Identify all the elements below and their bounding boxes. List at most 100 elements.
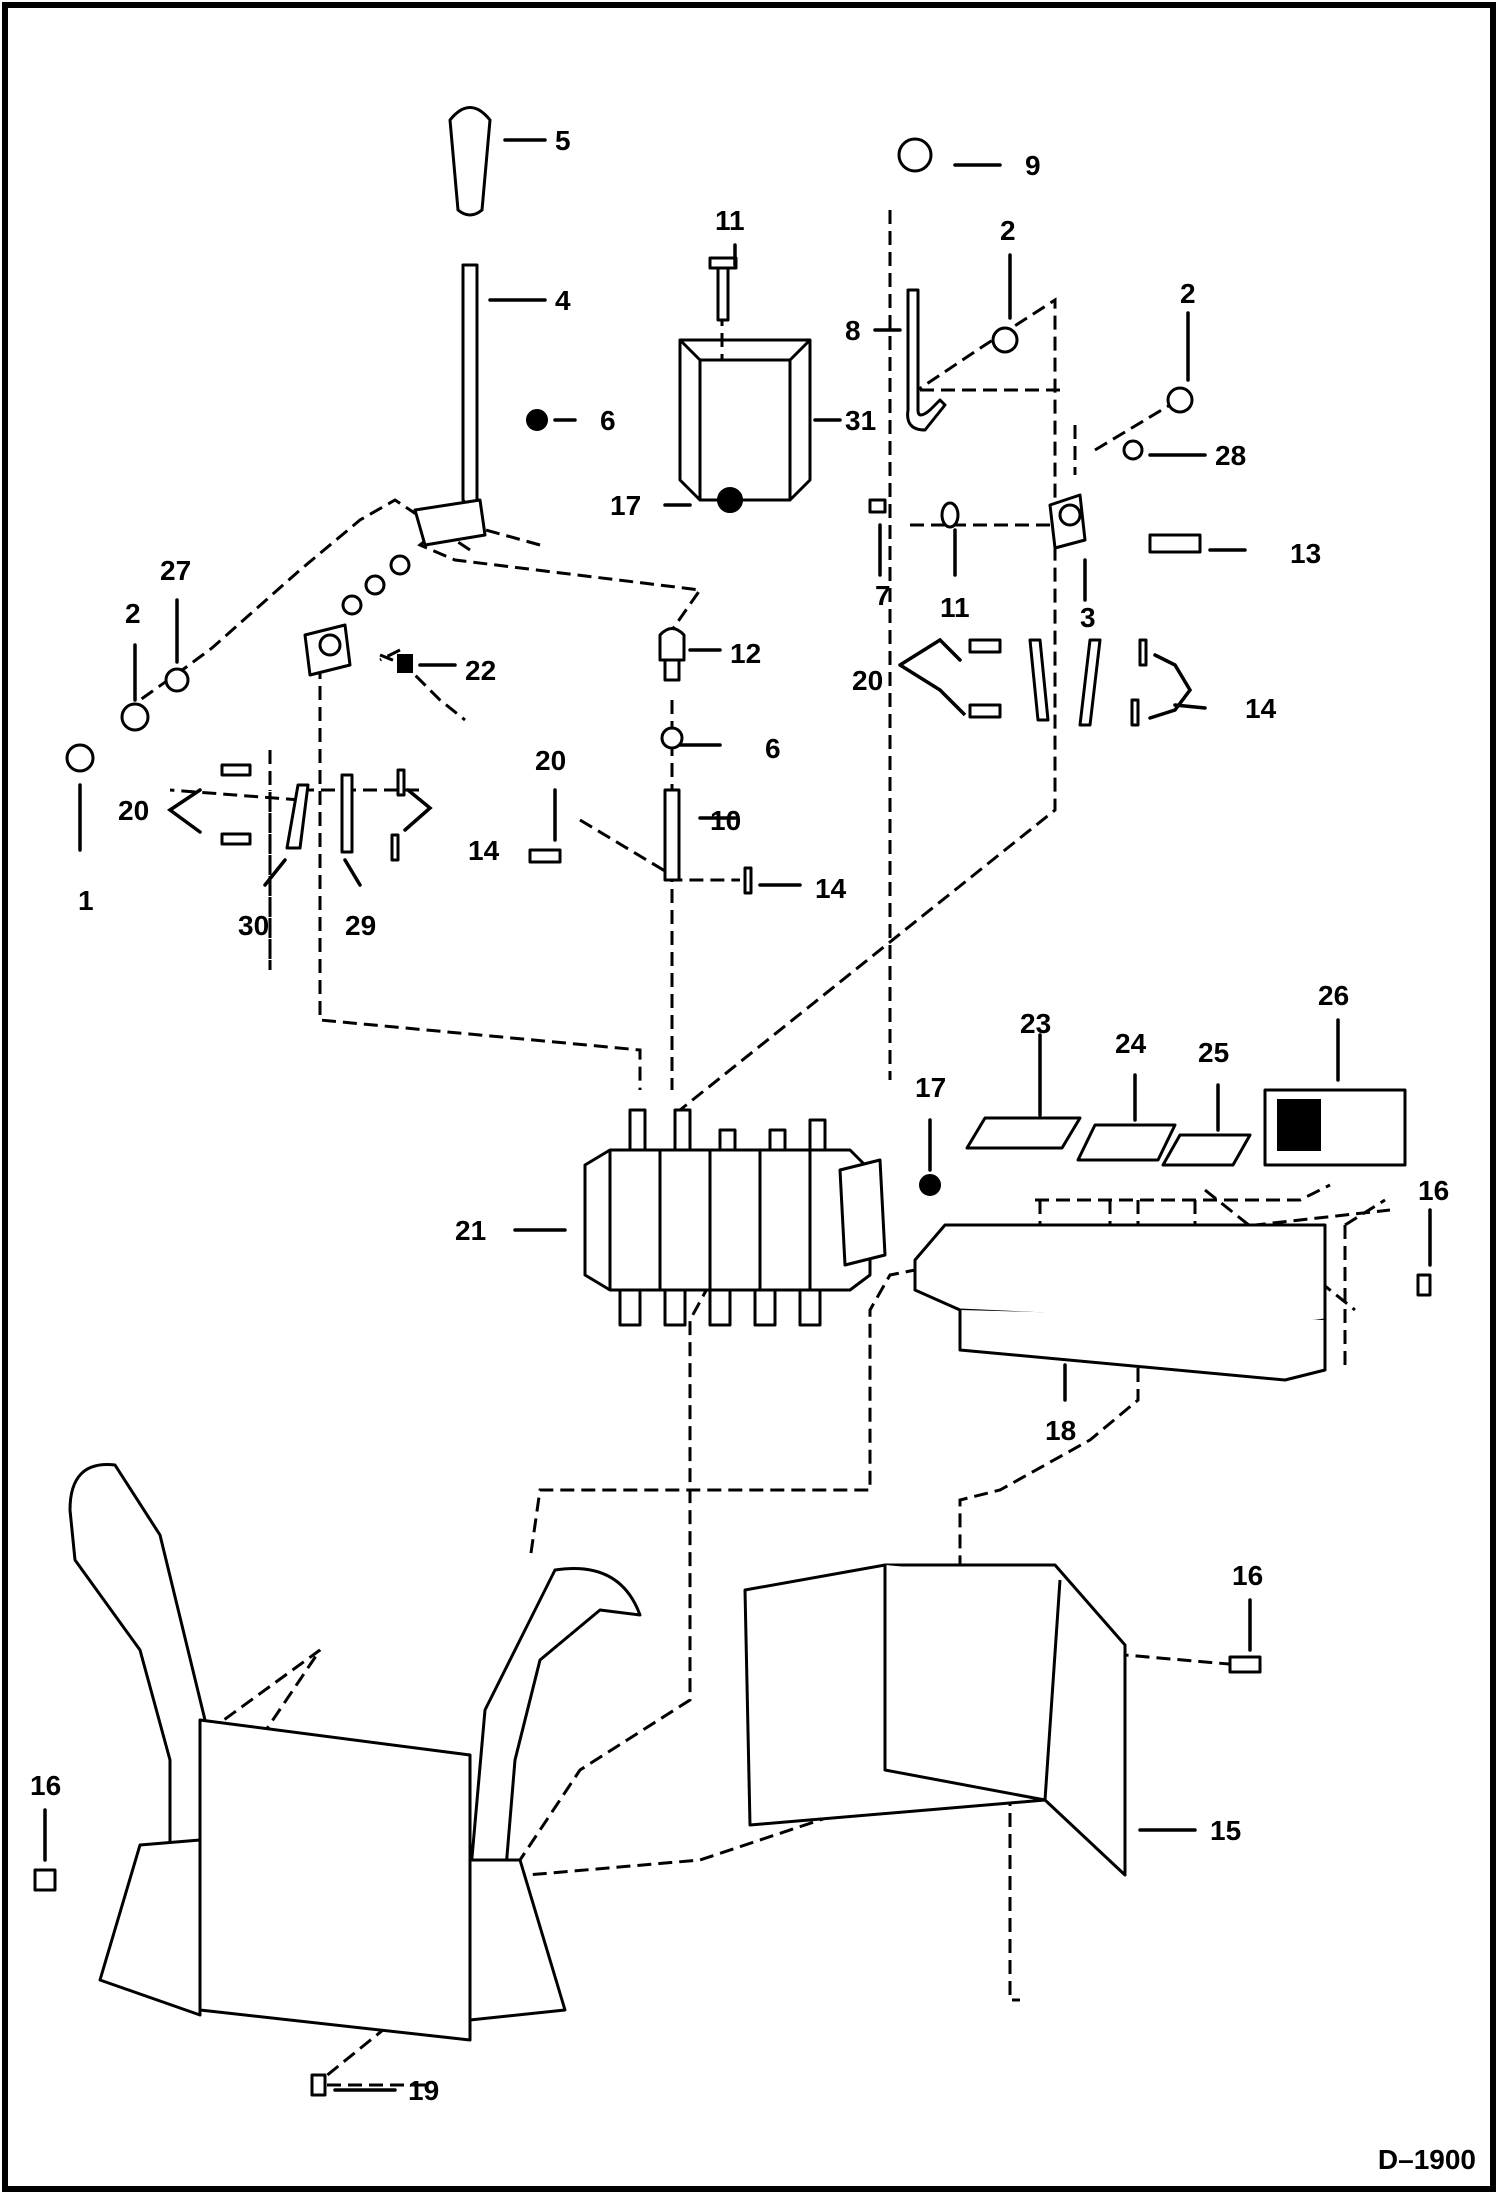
- washer-part-27: [164, 667, 190, 693]
- callout-25: 25: [1198, 1037, 1229, 1068]
- callout-27: 27: [160, 555, 191, 586]
- nut-part-2: [991, 326, 1019, 354]
- callout-2: 2: [1000, 215, 1016, 246]
- callout-30: 30: [238, 910, 269, 941]
- callout-9: 9: [1025, 150, 1041, 181]
- link-part-30: [285, 783, 310, 850]
- handle-knob-part-5: [448, 106, 492, 217]
- bolt-part-16: [33, 1868, 57, 1892]
- pin-part-20-right: [968, 638, 1002, 654]
- cotter-pin-part-14: [1130, 698, 1140, 727]
- stud-part-13: [1148, 533, 1202, 554]
- lever-bracket: [413, 498, 487, 547]
- threaded-rod-part-10: [663, 788, 681, 882]
- callout-24: 24: [1115, 1028, 1147, 1059]
- link-right: [1078, 638, 1102, 727]
- callout-17: 17: [915, 1072, 946, 1103]
- cotter-pin-part-14: [1138, 638, 1148, 667]
- nut-part-2: [1166, 386, 1194, 414]
- bracket-part-31: [678, 338, 812, 502]
- nut-part-6: [526, 409, 548, 431]
- callout-8: 8: [845, 315, 861, 346]
- callout-4: 4: [555, 285, 571, 316]
- callout-15: 15: [1210, 1815, 1241, 1846]
- callout-11: 11: [940, 592, 970, 623]
- callout-16: 16: [1232, 1560, 1263, 1591]
- callout-11: 11: [715, 205, 745, 236]
- callout-14: 14: [1245, 693, 1277, 724]
- pin-part-20-center: [528, 848, 562, 864]
- callout-19: 19: [408, 2075, 439, 2106]
- link-part-29: [340, 773, 354, 854]
- callout-16: 16: [30, 1770, 61, 1801]
- knob-part-9: [897, 137, 933, 173]
- callout-21: 21: [455, 1215, 486, 1246]
- bolt-part-19: [310, 2073, 327, 2097]
- clevis-shank: [663, 658, 681, 682]
- callout-12: 12: [730, 638, 761, 669]
- cotter-pin-part-14: [743, 866, 753, 895]
- decal-part-25: [1161, 1133, 1252, 1167]
- operator-frame: [68, 1463, 642, 2042]
- rod-part-8: [906, 288, 947, 432]
- bolt-part-16: [1228, 1655, 1262, 1674]
- pin-part-22: [397, 654, 413, 673]
- callout-17: 17: [610, 490, 641, 521]
- cotter-pin-part-14: [396, 768, 406, 797]
- pin-part-20-upper: [220, 763, 252, 777]
- callout-2: 2: [1180, 278, 1196, 309]
- bolt-part-16: [1416, 1273, 1432, 1297]
- pin-part-20-lower: [220, 832, 252, 846]
- pin-part-20-right: [968, 703, 1002, 719]
- callout-18: 18: [1045, 1415, 1076, 1446]
- washer-part-28: [1122, 439, 1144, 461]
- callout-2: 2: [125, 598, 141, 629]
- callout-6: 6: [600, 405, 616, 436]
- pivot-eye: [318, 633, 342, 657]
- nut-part-17: [919, 1174, 941, 1196]
- clevis-part-12: [658, 627, 686, 662]
- nut-part-17: [717, 487, 743, 513]
- callout-labels: 5 4 6 11 31 17 9 2 8 2 28 13 7 11 3 20 1…: [30, 125, 1449, 2106]
- control-lever-part-4: [461, 263, 479, 512]
- callout-28: 28: [1215, 440, 1246, 471]
- warning-decal-graphic: [1277, 1099, 1321, 1151]
- callout-23: 23: [1020, 1008, 1051, 1039]
- callout-16: 16: [1418, 1175, 1449, 1206]
- decal-part-23: [965, 1116, 1082, 1150]
- callout-1: 1: [78, 885, 94, 916]
- callout-6: 6: [765, 733, 781, 764]
- control-valve-part-21: [583, 1108, 887, 1327]
- callout-7: 7: [875, 580, 891, 611]
- callout-29: 29: [345, 910, 376, 941]
- callout-13: 13: [1290, 538, 1321, 569]
- bolt-part-7: [868, 498, 887, 514]
- decal-part-24: [1076, 1123, 1177, 1162]
- pivot-eye: [1058, 503, 1082, 527]
- link-right: [1028, 638, 1050, 722]
- cover-part-18: [913, 1223, 1327, 1327]
- callout-14: 14: [468, 835, 500, 866]
- cotter-pin-part-14: [390, 833, 400, 862]
- nut-part-1: [65, 743, 95, 773]
- nut-part-2: [120, 702, 150, 732]
- callout-20: 20: [118, 795, 149, 826]
- callout-5: 5: [555, 125, 571, 156]
- washer: [341, 594, 363, 616]
- callout-20: 20: [852, 665, 883, 696]
- callout-20: 20: [535, 745, 566, 776]
- callout-31: 31: [845, 405, 876, 436]
- washer: [364, 574, 386, 596]
- bolt-head: [708, 256, 738, 270]
- callout-22: 22: [465, 655, 496, 686]
- drawing-number: D–1900: [1377, 2144, 1476, 2175]
- washer-part-11: [940, 501, 960, 529]
- callout-26: 26: [1318, 980, 1349, 1011]
- guard-part-15-inner: [883, 1565, 1062, 1802]
- washer: [389, 554, 411, 576]
- cover-part-18-side: [958, 1310, 1327, 1382]
- callout-3: 3: [1080, 602, 1096, 633]
